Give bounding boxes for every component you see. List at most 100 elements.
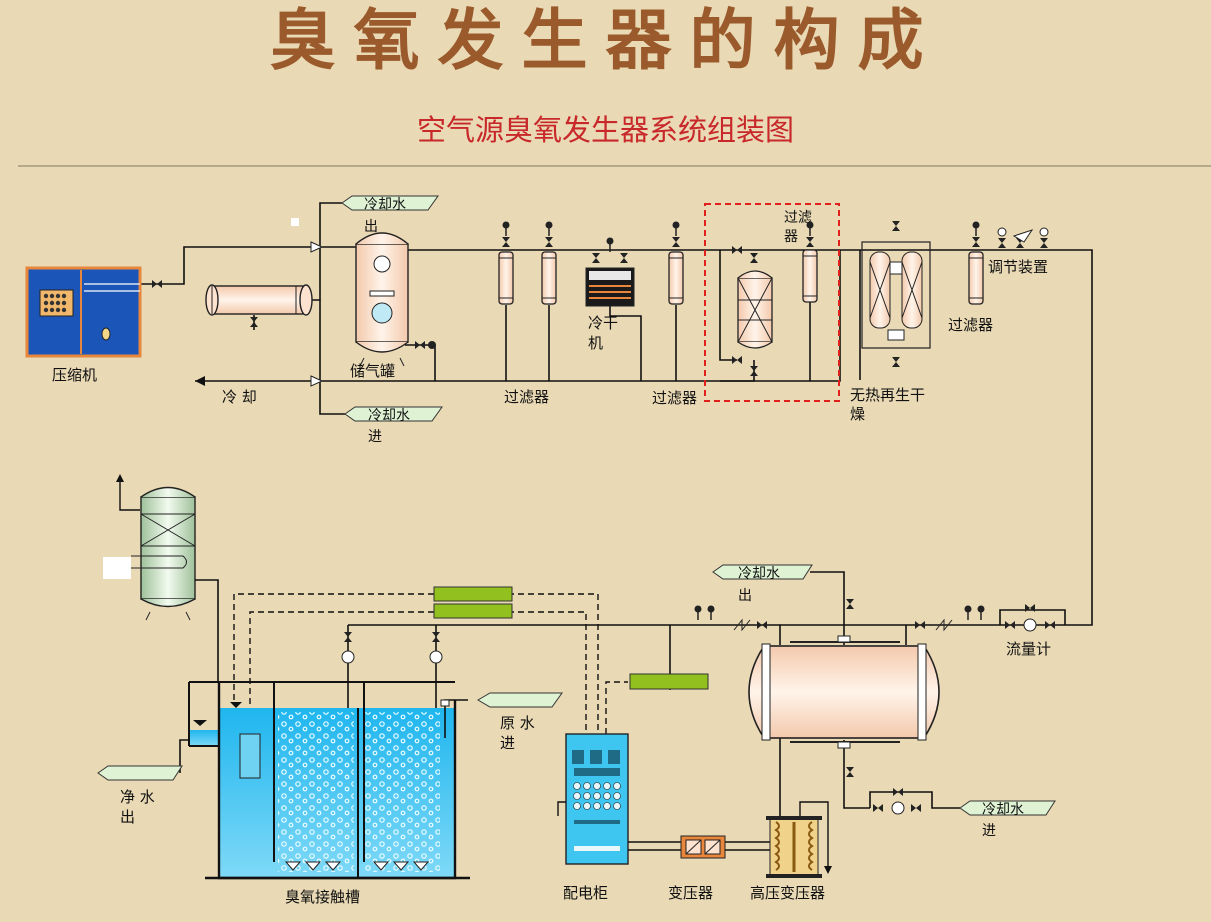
filter-1-valve-icon — [502, 237, 510, 247]
final-filter — [968, 251, 984, 305]
air-pipeline — [140, 202, 1093, 626]
feed-gauge-1-icon — [963, 604, 973, 621]
filter-after-dryer-gauge-icon — [671, 220, 681, 237]
compressor-valve-icon — [152, 280, 162, 288]
feed-valve-icon — [915, 621, 925, 629]
tail-gas-destructor — [131, 486, 196, 621]
flow-tee-icon — [310, 241, 324, 253]
label-cooling-water-in: 冷却水 — [368, 408, 410, 424]
ozone-generator — [748, 635, 940, 749]
filter-after-dryer — [668, 251, 684, 305]
label-cooling-water-out-2: 出 — [364, 219, 378, 235]
gen-cooling-meter-icon — [891, 801, 905, 815]
outlet-valve-icon — [757, 621, 767, 629]
regulator-assembly — [997, 227, 1049, 248]
air-compressor — [25, 266, 142, 358]
label-regulator: 调节装置 — [988, 258, 1048, 276]
flowmeter — [1005, 604, 1055, 632]
hv-ground-line — [799, 801, 829, 868]
label-cabinet: 配电柜 — [563, 884, 608, 902]
heatless-regenerative-dryer — [861, 241, 931, 349]
label-contact-tank: 臭氧接触槽 — [285, 888, 360, 906]
marker-box — [103, 557, 131, 579]
label-clean-water-2: 出 — [120, 808, 135, 826]
diagram-subtitle: 空气源臭氧发生器系统组装图 — [416, 113, 794, 147]
feed-gauge-2-icon — [976, 604, 986, 621]
sensor-bar-3 — [629, 673, 709, 690]
outlet-gauge-1-icon — [693, 604, 703, 621]
cold-dryer — [585, 267, 635, 307]
dryer-outlet-valve-icon — [620, 253, 628, 263]
sensor-bar-1 — [433, 586, 513, 602]
label-compressor: 压缩机 — [52, 366, 97, 384]
cooling-water-in-tag — [344, 406, 443, 422]
label-flowmeter: 流量计 — [1006, 640, 1051, 658]
cooling-water-out-tag — [341, 195, 439, 211]
filter-2 — [541, 251, 557, 305]
cabinet-ground-line — [557, 801, 566, 816]
filter-2-valve-icon — [545, 237, 553, 247]
column-bypass-valve-icon — [732, 356, 742, 364]
marker-square — [291, 218, 299, 226]
label-cooling-water-in-2: 进 — [368, 429, 382, 445]
label-filter-2: 过滤器 — [652, 389, 697, 407]
label-filter-3: 过滤器 — [948, 316, 993, 334]
dryer-inlet-valve-icon — [592, 253, 600, 263]
injection-meter-2-icon — [429, 650, 443, 664]
raw-water-tag — [477, 692, 563, 708]
gen-cooling-valve-1-icon — [873, 804, 883, 812]
column-bottom-valve-icon — [750, 366, 758, 376]
power-cables — [628, 841, 770, 851]
label-gen-cooling-in-2: 进 — [982, 823, 996, 839]
label-cooling-water-out: 冷却水 — [364, 197, 406, 213]
label-heatless-dryer-2: 燥 — [850, 405, 865, 423]
aftercooler — [205, 284, 313, 316]
clean-water-outlet — [179, 739, 189, 773]
label-gen-cooling-out-2: 出 — [738, 588, 752, 604]
dryer2-inlet-valve-icon — [892, 221, 900, 231]
filter-in-box-valve-icon — [806, 237, 814, 247]
tank-drain-valve-icon — [415, 341, 425, 349]
transformer — [680, 835, 726, 859]
filter-1-gauge-icon — [501, 220, 511, 237]
label-hv-transformer: 高压变压器 — [750, 884, 825, 902]
label-gen-cooling-in-1: 冷却水 — [982, 802, 1024, 818]
final-filter-valve-icon — [972, 237, 980, 247]
outlet-check-valve-icon — [733, 618, 751, 632]
gen-cooling-in-tag — [959, 800, 1056, 816]
label-raw-water-1: 原 水 — [500, 714, 535, 732]
outlet-gauge-2-icon — [706, 604, 716, 621]
cooling-arrow-icon — [195, 376, 205, 386]
flow-tee-icon-2 — [310, 375, 324, 387]
column-top-valve-icon — [750, 253, 758, 263]
label-cooling: 冷 却 — [222, 388, 257, 406]
filter-in-box — [802, 249, 818, 303]
check-valve-icon — [935, 618, 953, 632]
filter-after-dryer-valve-icon — [672, 237, 680, 247]
label-cold-dryer-2: 机 — [588, 334, 603, 352]
label-cold-dryer-1: 冷干 — [588, 314, 618, 332]
title-divider — [18, 165, 1211, 167]
label-heatless-dryer-1: 无热再生干 — [850, 386, 925, 404]
tank-drain-cap — [428, 341, 436, 349]
label-clean-water-1: 净 水 — [120, 788, 155, 806]
drain-valve-icon — [250, 317, 258, 327]
label-storage-tank: 储气罐 — [350, 362, 395, 380]
column-inlet-valve-icon — [732, 246, 742, 254]
clean-water-tag — [97, 765, 183, 781]
ozone-contact-tank — [188, 681, 470, 880]
gen-cooling-out-tag — [712, 564, 813, 580]
final-filter-gauge-icon — [971, 220, 981, 237]
gen-cooling-bypass-valve-icon — [893, 788, 903, 796]
gen-cooling-valve-2-icon — [911, 804, 921, 812]
power-cabinet — [565, 733, 629, 865]
injection-valve-2-icon — [432, 632, 440, 642]
vent-arrow-icon — [116, 474, 124, 482]
hv-ground-arrow-icon — [824, 866, 832, 874]
vent-line — [119, 480, 140, 511]
label-filter-top-2: 器 — [784, 229, 798, 245]
gen-cooling-out-valve-icon — [846, 599, 854, 609]
diagram-title: 臭氧发生器的构成 — [269, 1, 942, 79]
high-voltage-transformer — [766, 816, 822, 878]
